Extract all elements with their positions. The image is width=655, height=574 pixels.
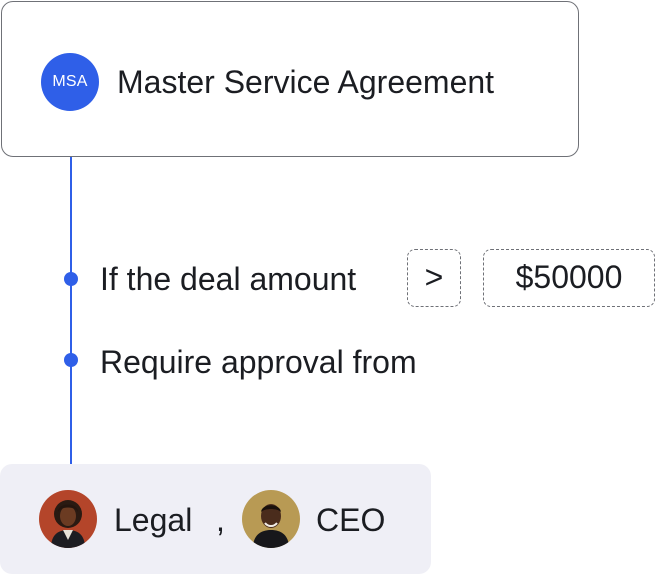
- operator-selector[interactable]: >: [407, 249, 461, 307]
- amount-input[interactable]: $50000: [483, 249, 655, 307]
- approver-separator: ,: [216, 502, 225, 538]
- approver-name-ceo: CEO: [316, 502, 386, 538]
- avatar-ceo: [242, 490, 300, 548]
- approval-step-dot: [64, 353, 78, 367]
- condition-step-dot: [64, 272, 78, 286]
- approvers-panel: Legal , CEO: [0, 464, 431, 574]
- approver-name-legal: Legal: [114, 502, 193, 538]
- condition-label: If the deal amount: [100, 261, 357, 297]
- document-card[interactable]: MSA Master Service Agreement: [1, 1, 579, 157]
- avatar-legal: [39, 490, 97, 548]
- document-badge: MSA: [41, 53, 99, 111]
- workflow-connector-line: [70, 157, 72, 467]
- document-title: Master Service Agreement: [117, 64, 495, 100]
- approval-label: Require approval from: [100, 344, 417, 380]
